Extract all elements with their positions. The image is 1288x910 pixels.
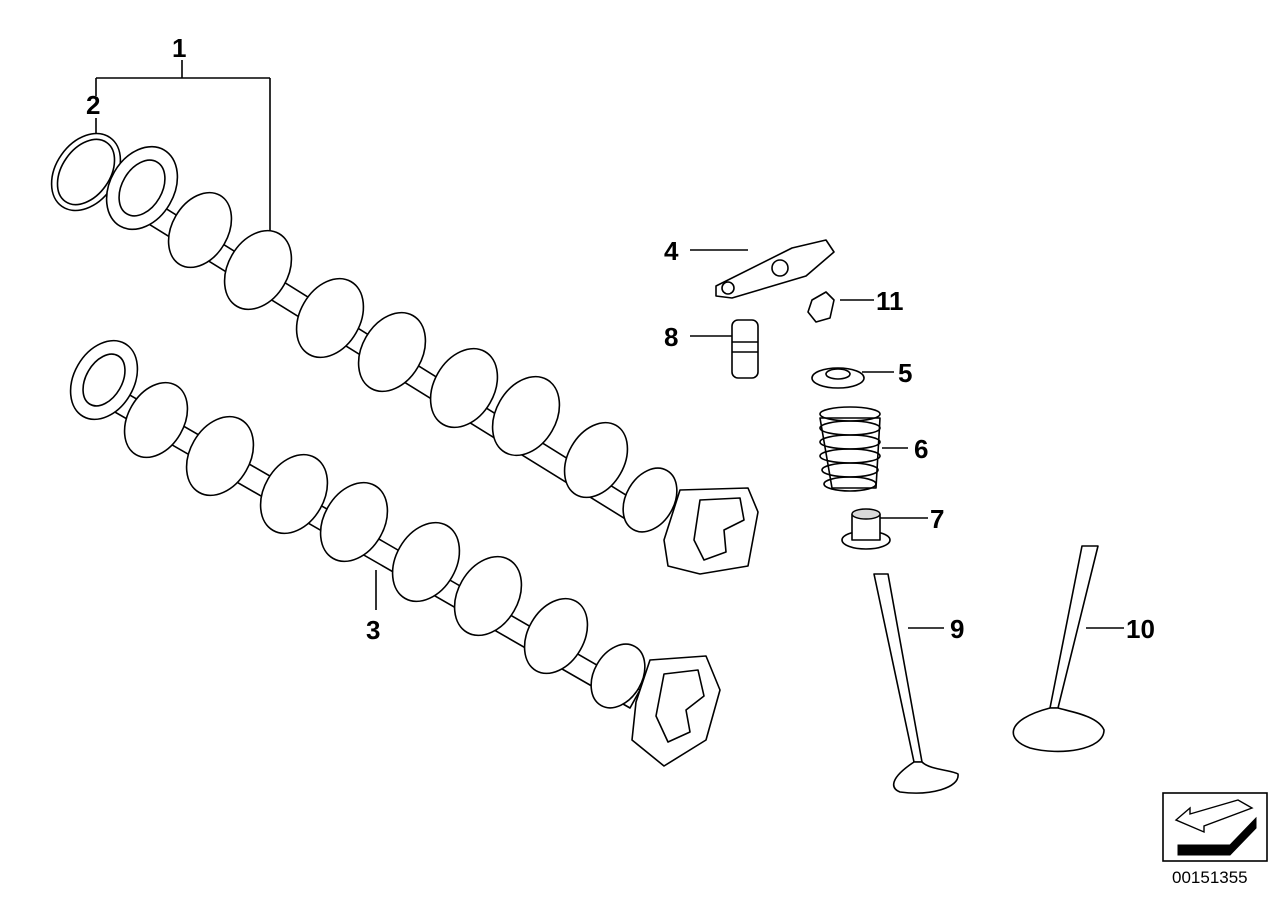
callout-6: 6: [914, 434, 929, 464]
callout-7: 7: [930, 504, 945, 534]
valve-spring-part: [819, 406, 881, 492]
callout-10: 10: [1126, 614, 1155, 644]
valve-10-part: [1012, 545, 1105, 753]
camshaft-upper-part: [105, 145, 759, 575]
document-number: 00151355: [1172, 868, 1248, 887]
callout-4: 4: [664, 236, 679, 266]
valve-cotter-part: [807, 291, 835, 323]
callout-3: 3: [366, 615, 381, 645]
callout-1: 1: [172, 33, 187, 63]
leader-lines: [95, 60, 1124, 629]
callout-2: 2: [86, 90, 101, 120]
callout-5: 5: [898, 358, 913, 388]
callout-8: 8: [664, 322, 679, 352]
valve-9-part: [873, 573, 959, 794]
callout-11: 11: [876, 286, 904, 316]
valve-stem-seal-part: [841, 508, 891, 550]
hydraulic-lifter-part: [731, 319, 759, 379]
sealing-ring-part: [50, 132, 122, 212]
camshaft-lower-part: [69, 339, 721, 767]
callout-9: 9: [950, 614, 965, 644]
rocker-arm-part: [715, 239, 835, 299]
direction-arrow-icon: [1162, 792, 1268, 862]
spring-retainer-part: [811, 367, 865, 389]
